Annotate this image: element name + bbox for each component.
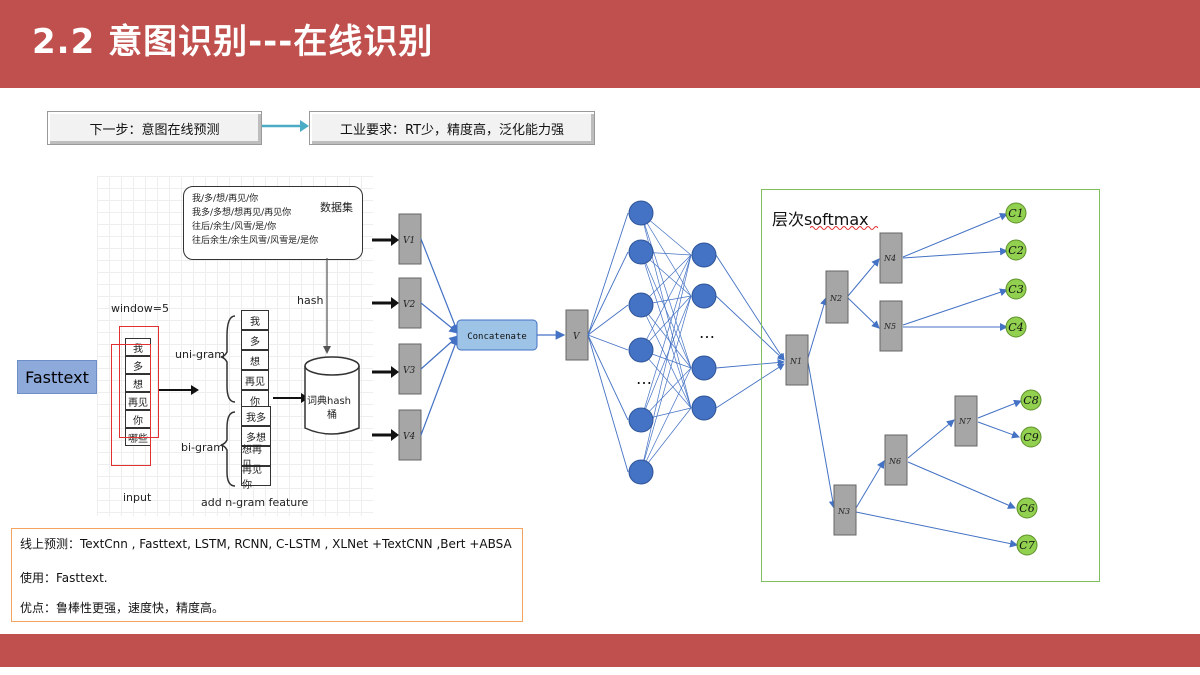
- unigram-word: 我: [241, 310, 269, 330]
- leaf-label: C8: [1023, 394, 1038, 407]
- next-step-label: 下一步：意图在线预测: [89, 122, 220, 138]
- input-arrows: [372, 234, 399, 441]
- notes-advantages: 优点：鲁棒性更强，速度快，精度高。: [20, 601, 225, 615]
- fasttext-label: Fasttext: [25, 367, 89, 387]
- hidden-layer-1: [628, 200, 654, 485]
- window-label: window=5: [111, 302, 169, 315]
- hash-bucket-line-2: 桶: [327, 410, 337, 421]
- tree-leaf-nodes: [1005, 202, 1042, 556]
- bigram-word: 再见你: [241, 465, 271, 491]
- window-frame-2: [111, 344, 151, 466]
- hierarchical-softmax-box: 层次softmax: [761, 189, 1100, 582]
- ellipsis-layer-1: …: [636, 369, 652, 388]
- leaf-label: C6: [1019, 502, 1034, 515]
- tree-node-label: N2: [829, 294, 842, 303]
- bigram-word: 想再见: [241, 445, 271, 471]
- next-step-box: 下一步：意图在线预测: [47, 111, 262, 145]
- bigram-word: 我多: [241, 406, 271, 426]
- input-label: input: [123, 491, 152, 504]
- notes-usage: 使用：Fasttext.: [20, 571, 108, 585]
- dataset-line-4: 往后余生/余生风雪/风雪是/是你: [192, 236, 319, 246]
- ngram-sketch: 我/多/想/再见/你 我多/多想/想再见/再见你 往后/余生/风雪/是/你 往后…: [97, 176, 373, 516]
- tree-internal-nodes: [785, 232, 978, 536]
- dataset-line-1: 我/多/想/再见/你: [192, 194, 259, 204]
- v-label: V: [573, 332, 581, 342]
- vector-label: V4: [403, 432, 415, 442]
- unigram-word: 想: [241, 350, 269, 370]
- ngram-feature-label: add n-gram feature: [201, 496, 309, 509]
- notes-box: 线上预测：TextCnn , Fasttext, LSTM, RCNN, C-L…: [11, 528, 523, 622]
- vector-label: V1: [403, 236, 415, 246]
- vector-label: V3: [403, 366, 415, 376]
- softmax-title: 层次softmax: [772, 210, 869, 229]
- dataset-line-2: 我多/多想/想再见/再见你: [192, 208, 292, 218]
- hidden-layer-2: [691, 242, 717, 421]
- industry-requirement-label: 工业要求：RT少，精度高，泛化能力强: [339, 122, 565, 138]
- window-frame-1: [119, 326, 159, 438]
- bigram-label: bi-gram: [181, 441, 224, 454]
- leaf-label: C7: [1019, 539, 1034, 552]
- hash-label: hash: [297, 294, 324, 307]
- concatenate-label: Concatenate: [467, 332, 527, 342]
- bigram-word: 多想: [241, 426, 271, 446]
- dataset-label: 数据集: [320, 201, 353, 214]
- tree-node-label: N5: [883, 322, 896, 331]
- leaf-label: C2: [1008, 244, 1023, 257]
- title-bar: 2.2 意图识别---在线识别: [0, 0, 1200, 88]
- tree-node-label: N6: [888, 457, 901, 466]
- hash-bucket-line-1: 词典hash: [307, 396, 352, 407]
- input-word: 想: [125, 374, 151, 392]
- spellcheck-underline: [810, 226, 879, 230]
- concatenate-box: [456, 319, 538, 351]
- vector-label: V2: [403, 300, 415, 310]
- dataset-box: 我/多/想/再见/你 我多/多想/想再见/再见你 往后/余生/风雪/是/你 往后…: [183, 186, 363, 260]
- fasttext-label-box: Fasttext: [17, 360, 97, 394]
- unigram-word: 再见: [241, 370, 269, 390]
- unigram-word: 多: [241, 330, 269, 350]
- ellipsis-layer-2: …: [699, 323, 715, 342]
- leaf-label: C9: [1023, 431, 1038, 444]
- footer-bar: [0, 634, 1200, 667]
- vector-boxes: [398, 213, 422, 461]
- sketch-strokes: [159, 258, 360, 487]
- industry-requirement-box: 工业要求：RT少，精度高，泛化能力强: [309, 111, 595, 145]
- dataset-line-3: 往后/余生/风雪/是/你: [192, 222, 277, 232]
- leaf-label: C1: [1008, 207, 1023, 220]
- tree-node-label: N3: [837, 507, 850, 516]
- notes-online-models: 线上预测：TextCnn , Fasttext, LSTM, RCNN, C-L…: [20, 537, 512, 551]
- leaf-label: C4: [1008, 321, 1023, 334]
- input-word: 再见: [125, 392, 151, 410]
- unigram-label: uni-gram: [175, 348, 225, 361]
- tree-node-label: N1: [789, 357, 802, 366]
- tree-node-label: N4: [883, 254, 896, 263]
- tree-node-label: N7: [958, 417, 972, 426]
- page-title: 2.2 意图识别---在线识别: [32, 22, 434, 62]
- leaf-label: C3: [1008, 283, 1023, 296]
- process-arrow: [262, 120, 309, 132]
